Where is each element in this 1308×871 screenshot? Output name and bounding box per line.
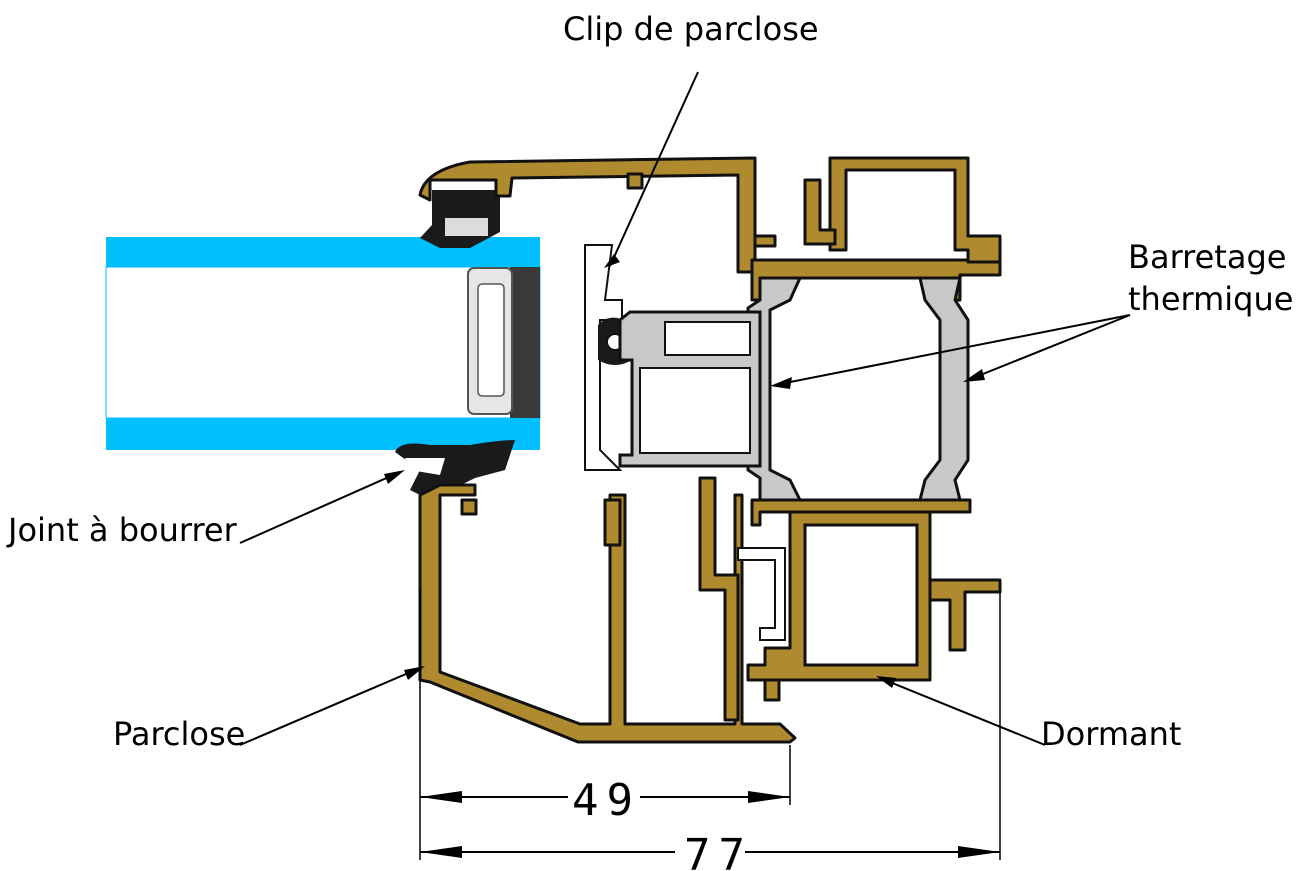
sash-lower-legs bbox=[603, 476, 740, 722]
thermal-break-right bbox=[918, 276, 970, 502]
label-parclose: Parclose bbox=[113, 715, 245, 753]
top-gasket bbox=[420, 190, 500, 248]
frame-lower-chamber bbox=[746, 510, 1002, 702]
bottom-gasket bbox=[395, 440, 515, 500]
label-barretage: Barretage bbox=[1128, 238, 1286, 276]
drainage-clip bbox=[737, 547, 786, 641]
sash-top-profile bbox=[418, 156, 777, 274]
frame-upper-chamber bbox=[803, 156, 1002, 264]
label-dormant: Dormant bbox=[1041, 715, 1181, 753]
glazing-unit bbox=[105, 237, 541, 450]
spacer-sealant bbox=[510, 267, 540, 418]
dimension-lines bbox=[419, 590, 1001, 860]
label-thermique: thermique bbox=[1128, 280, 1293, 318]
label-joint-a-bourrer: Joint à bourrer bbox=[6, 511, 238, 549]
dimension-77: 77 bbox=[684, 830, 753, 871]
dimension-49: 49 bbox=[572, 775, 641, 826]
glass-pane-bottom bbox=[106, 418, 540, 450]
label-clip-de-parclose: Clip de parclose bbox=[563, 10, 819, 48]
insulating-insert bbox=[618, 310, 762, 468]
